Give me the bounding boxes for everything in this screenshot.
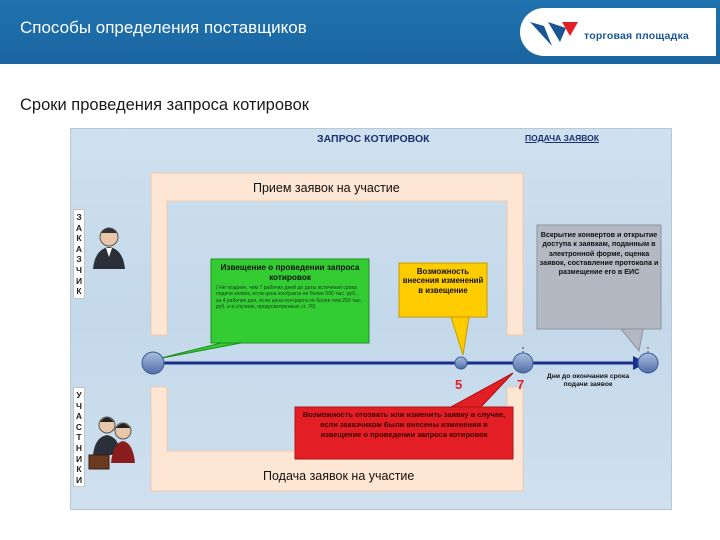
timeline-node-end [637,352,659,374]
header-bar: Способы определения поставщиков торговая… [0,0,720,64]
bottom-band-shape [150,386,524,492]
timeline-node-7 [512,352,534,374]
green-callout-title: Извещение о проведении запроса котировок [220,263,360,282]
green-callout-shape [210,258,370,344]
diagram-graphics [88,172,662,492]
grey-callout-shape [536,224,662,330]
day-7-label: 7 [517,377,525,392]
green-callout: Извещение о проведении запроса котировок… [213,261,367,341]
timeline-node-start [141,351,165,375]
bottom-band-label: Подача заявок на участие [263,469,415,483]
yellow-callout: Возможность внесения изменений в извещен… [402,267,484,295]
customer-person-icon [93,227,125,269]
red-callout: Возможность отозвать или изменить заявку… [302,410,506,439]
slide-subtitle: Сроки проведения запроса котировок [20,96,309,114]
logo-mark-icon [530,22,578,46]
timeline-node-5 [454,356,468,370]
logo [520,8,716,56]
yellow-callout-shape [398,262,488,318]
diagram-title-right: ПОДАЧА ЗАЯВОК [525,133,599,143]
participants-person-icon [88,416,135,470]
logo-text: торговая площадка [584,30,689,42]
end-label: Дни до окончания срока подачи заявок [546,373,630,388]
day-5-label: 5 [455,377,463,392]
red-callout-shape [294,406,514,460]
top-band-label: Прием заявок на участие [253,181,400,195]
diagram-panel: ЗАПРОС КОТИРОВОК ПОДАЧА ЗАЯВОК Прием зая… [70,128,672,510]
header-title: Способы определения поставщиков [20,18,307,37]
green-callout-body: ( Не позднее, чем 7 рабочих дней до даты… [216,285,363,310]
top-band-shape [150,172,524,336]
diagram-title: ЗАПРОС КОТИРОВОК [317,133,430,145]
grey-callout: Вскрытие конвертов и открытие доступа к … [539,230,659,277]
